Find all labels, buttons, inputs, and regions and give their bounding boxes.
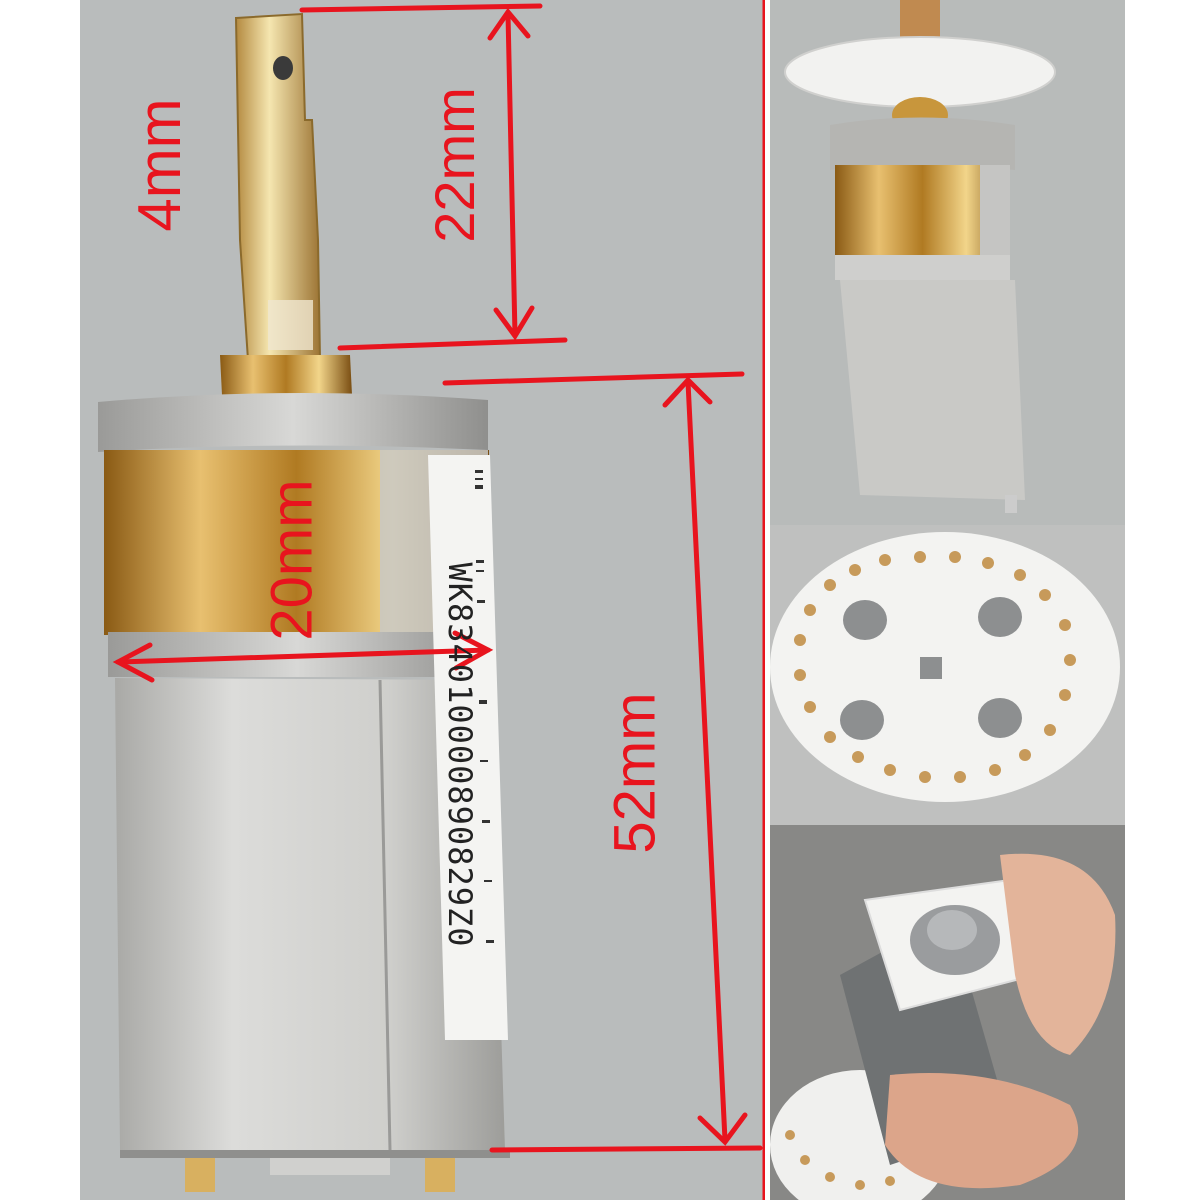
encoder-disc-photo xyxy=(770,525,1125,825)
shaft-width-label: 4mm xyxy=(126,98,193,232)
hand-holding-motor-photo xyxy=(770,825,1125,1200)
motor-with-disc-photo xyxy=(770,0,1125,525)
motor-serial-label: WK834010000890829Z0 xyxy=(441,562,479,948)
main-motor-photo xyxy=(0,0,765,1200)
shaft-length-label: 22mm xyxy=(423,87,486,243)
body-diameter-label: 20mm xyxy=(259,479,325,641)
body-length-label: 52mm xyxy=(602,692,668,854)
